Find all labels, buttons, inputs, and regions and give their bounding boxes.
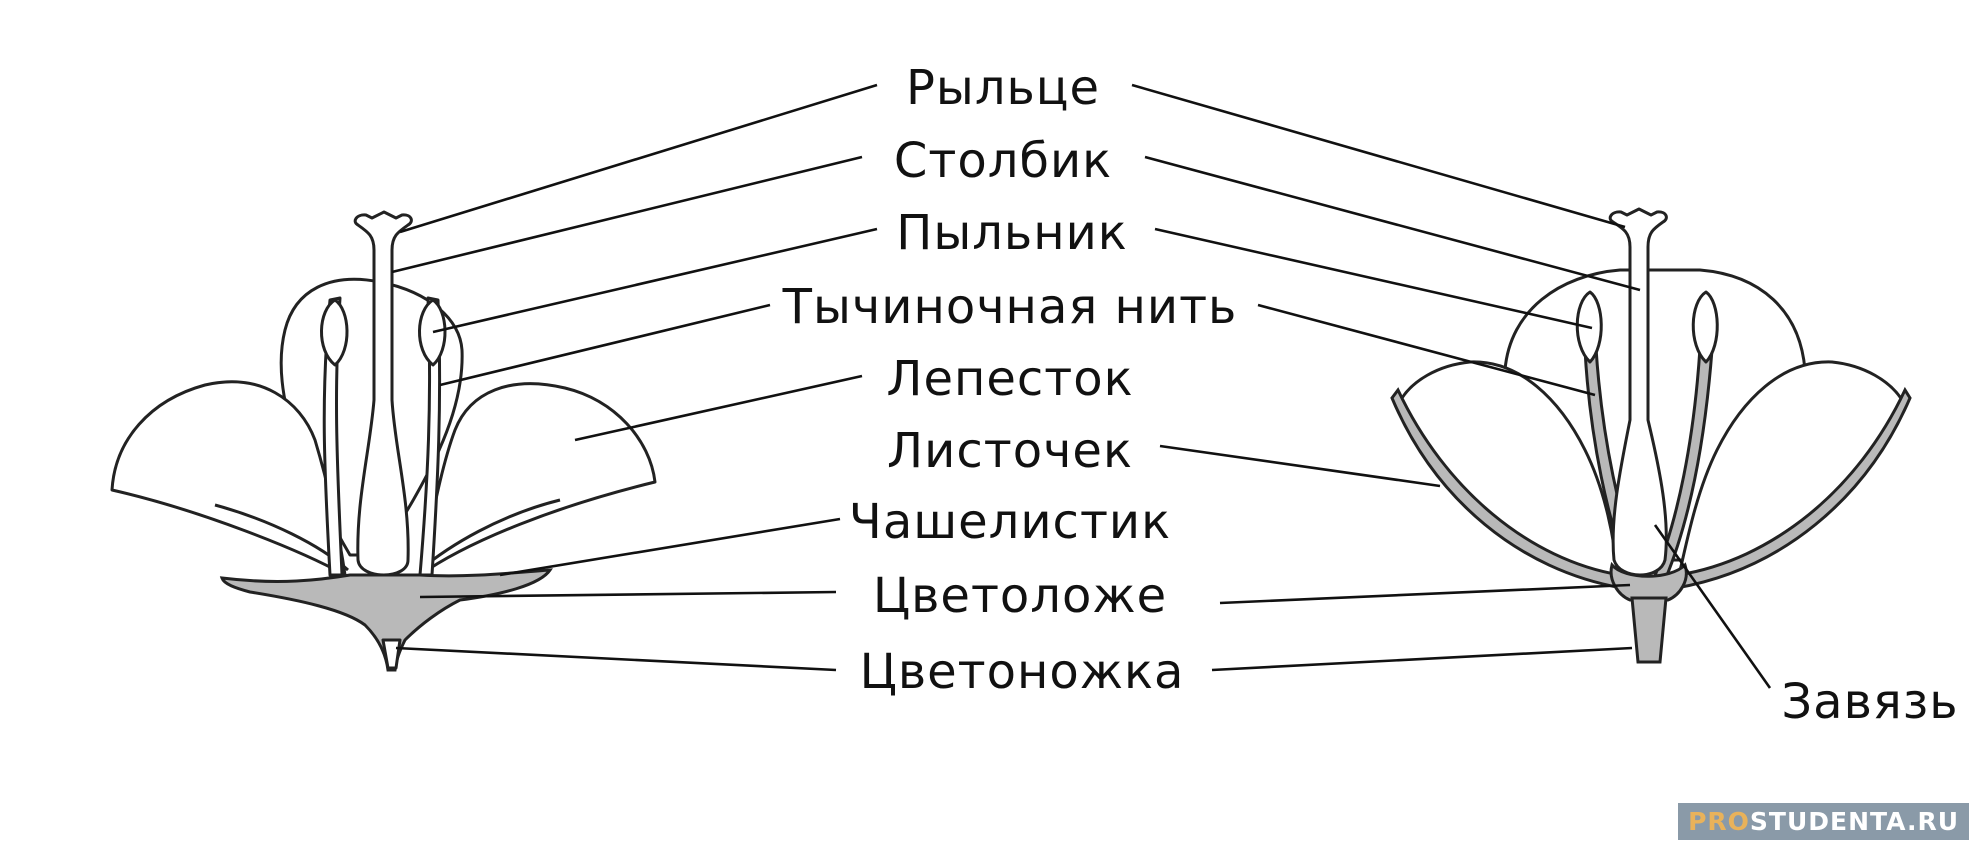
watermark-rest: STUDENTA.RU (1749, 807, 1959, 836)
label-style: Столбик (894, 133, 1112, 189)
right-anther-right (1691, 290, 1719, 364)
labels: Рыльце Столбик Пыльник Тычиночная нить Л… (782, 60, 1958, 730)
left-pedicel (381, 638, 402, 670)
label-petal: Лепесток (886, 351, 1133, 407)
left-petal-right (418, 382, 657, 577)
left-receptacle (219, 568, 553, 672)
left-pistil (353, 210, 413, 577)
right-flower (1390, 207, 1912, 664)
label-pedicel: Цветоножка (860, 644, 1185, 700)
left-anther-left (320, 298, 349, 367)
label-filament: Тычиночная нить (782, 279, 1238, 335)
label-stigma: Рыльце (906, 60, 1100, 116)
label-leaflet: Листочек (887, 423, 1133, 479)
right-pistil (1608, 207, 1668, 577)
right-pedicel (1630, 596, 1668, 664)
left-flower (110, 210, 657, 672)
right-receptacle (1609, 561, 1688, 602)
watermark-pro: PRO (1688, 807, 1750, 836)
leader-lines (391, 83, 1772, 689)
label-anther: Пыльник (896, 205, 1128, 261)
site-watermark: PROSTUDENTA.RU (1678, 803, 1969, 840)
left-filament-left (322, 296, 344, 577)
left-anther-right (418, 298, 447, 367)
left-filament-right (418, 296, 442, 577)
label-ovary: Завязь (1781, 674, 1958, 730)
label-receptacle: Цветоложе (873, 568, 1167, 624)
label-sepal: Чашелистик (849, 494, 1171, 550)
